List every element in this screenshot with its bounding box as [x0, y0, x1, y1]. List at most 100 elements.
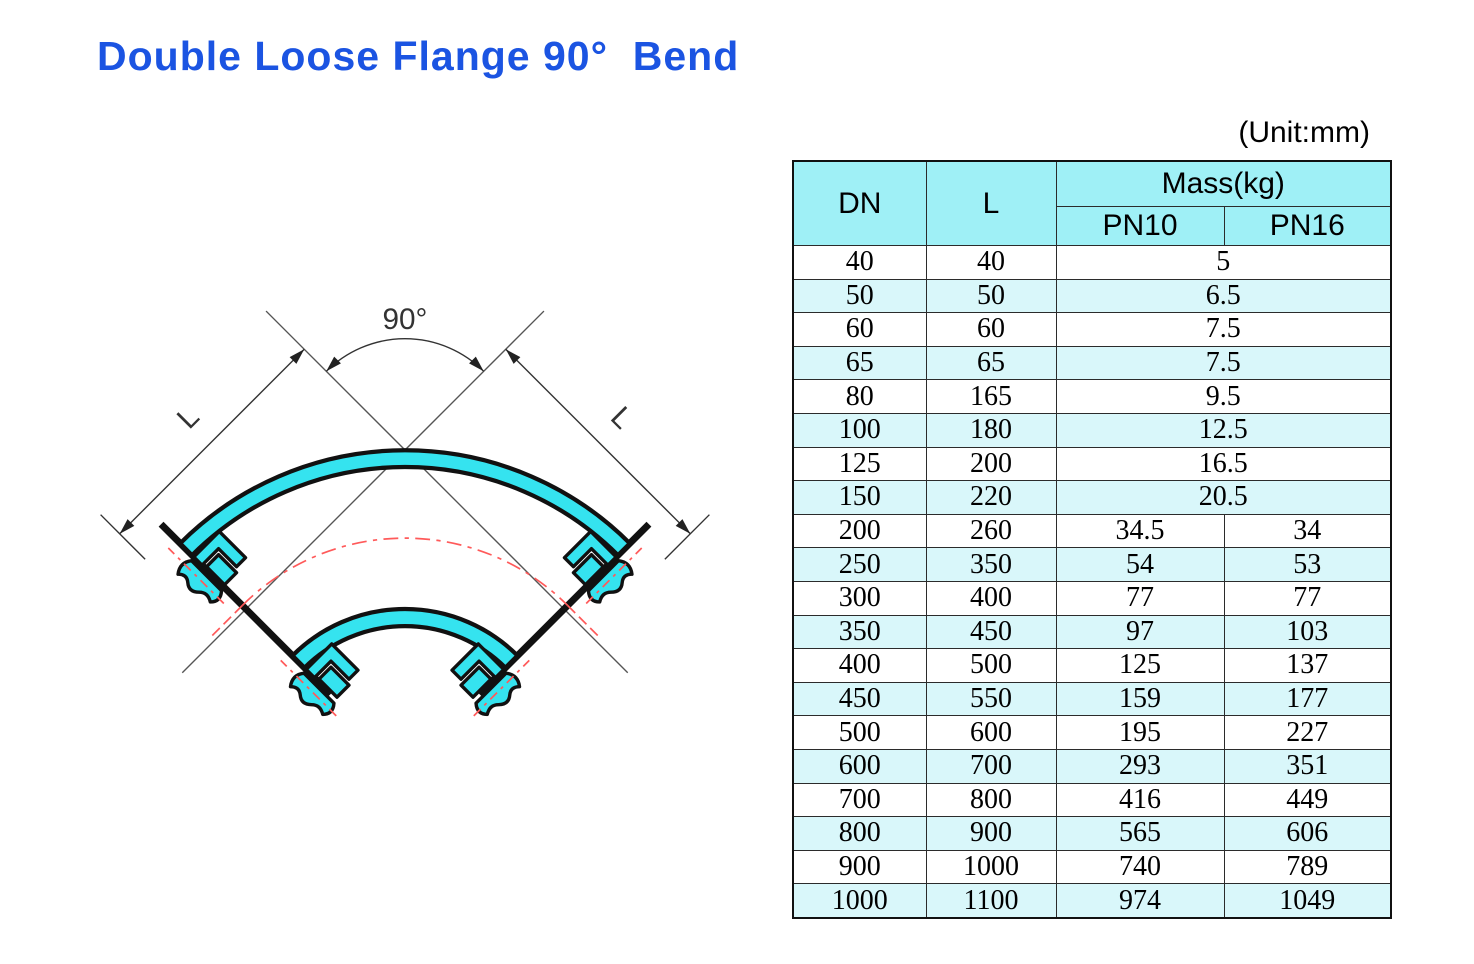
cell-pn10: 97: [1055, 614, 1225, 650]
dim-label-left: L: [171, 400, 206, 435]
cell-pn10: 159: [1055, 681, 1225, 717]
cell-dn: 50: [792, 278, 927, 314]
cell-dn: 500: [792, 715, 927, 750]
cell-pn10: 293: [1055, 748, 1225, 784]
cell-dn: 300: [792, 580, 927, 616]
cell-dn: 60: [792, 312, 927, 347]
cell-dn: 900: [792, 849, 927, 885]
cell-l: 450: [925, 614, 1057, 650]
dimension-arrows: [119, 349, 691, 534]
cell-mass: 6.5: [1055, 278, 1392, 314]
inner-wall-arc: [289, 606, 521, 671]
cell-pn10: 195: [1055, 715, 1225, 750]
cell-pn16: 77: [1223, 580, 1392, 616]
cell-pn16: 351: [1223, 748, 1392, 784]
cell-l: 400: [925, 580, 1057, 616]
cell-dn: 600: [792, 748, 927, 784]
cell-pn10: 974: [1055, 883, 1225, 919]
cell-l: 40: [925, 245, 1057, 280]
cell-l: 900: [925, 816, 1057, 851]
cell-pn16: 137: [1223, 648, 1392, 683]
cell-mass: 7.5: [1055, 345, 1392, 381]
angle-label: 90°: [383, 303, 428, 336]
cell-pn10: 54: [1055, 547, 1225, 582]
cell-dn: 800: [792, 816, 927, 851]
cell-dn: 700: [792, 782, 927, 818]
cell-l: 600: [925, 715, 1057, 750]
pipe-centerline: [211, 537, 599, 637]
unit-label: (Unit:mm): [1238, 116, 1370, 149]
cell-l: 350: [925, 547, 1057, 582]
cell-l: 700: [925, 748, 1057, 784]
cell-pn10: 740: [1055, 849, 1225, 885]
outer-wall-arc: [177, 448, 633, 559]
cell-pn16: 103: [1223, 614, 1392, 650]
cell-pn10: 77: [1055, 580, 1225, 616]
cell-dn: 400: [792, 648, 927, 683]
cell-dn: 100: [792, 412, 927, 448]
cell-dn: 450: [792, 681, 927, 717]
bend-diagram: 90° L L: [100, 303, 710, 728]
cell-l: 50: [925, 278, 1057, 314]
cell-dn: 1000: [792, 883, 927, 919]
cell-l: 1000: [925, 849, 1057, 885]
cell-l: 60: [925, 312, 1057, 347]
cell-pn16: 227: [1223, 715, 1392, 750]
cell-mass: 20.5: [1055, 480, 1392, 515]
cell-pn10: 416: [1055, 782, 1225, 818]
cell-pn16: 789: [1223, 849, 1392, 885]
cell-pn10: 34.5: [1055, 513, 1225, 549]
angle-dimension: [325, 338, 485, 372]
cell-mass: 7.5: [1055, 312, 1392, 347]
col-header-dn: DN: [792, 160, 927, 246]
dimension-lines: [100, 348, 710, 560]
cell-l: 550: [925, 681, 1057, 717]
cell-l: 180: [925, 412, 1057, 448]
cell-pn16: 606: [1223, 816, 1392, 851]
col-header-mass: Mass(kg): [1055, 160, 1392, 207]
dim-label-right: L: [604, 400, 639, 435]
cell-dn: 40: [792, 245, 927, 280]
cell-mass: 9.5: [1055, 379, 1392, 414]
cell-pn10: 125: [1055, 648, 1225, 683]
cell-dn: 350: [792, 614, 927, 650]
cell-l: 260: [925, 513, 1057, 549]
cell-l: 200: [925, 446, 1057, 482]
cell-pn16: 53: [1223, 547, 1392, 582]
pipe-walls: [177, 448, 633, 671]
cell-l: 165: [925, 379, 1057, 414]
col-header-l: L: [925, 160, 1057, 246]
page-title: Double Loose Flange 90° Bend: [97, 33, 740, 79]
cell-l: 500: [925, 648, 1057, 683]
cell-mass: 5: [1055, 245, 1392, 280]
cell-dn: 65: [792, 345, 927, 381]
cell-l: 1100: [925, 883, 1057, 919]
cell-pn16: 1049: [1223, 883, 1392, 919]
col-header-pn16: PN16: [1223, 206, 1392, 246]
cell-dn: 80: [792, 379, 927, 414]
cell-l: 800: [925, 782, 1057, 818]
col-header-pn10: PN10: [1055, 206, 1225, 246]
cell-pn16: 34: [1223, 513, 1392, 549]
cell-l: 65: [925, 345, 1057, 381]
